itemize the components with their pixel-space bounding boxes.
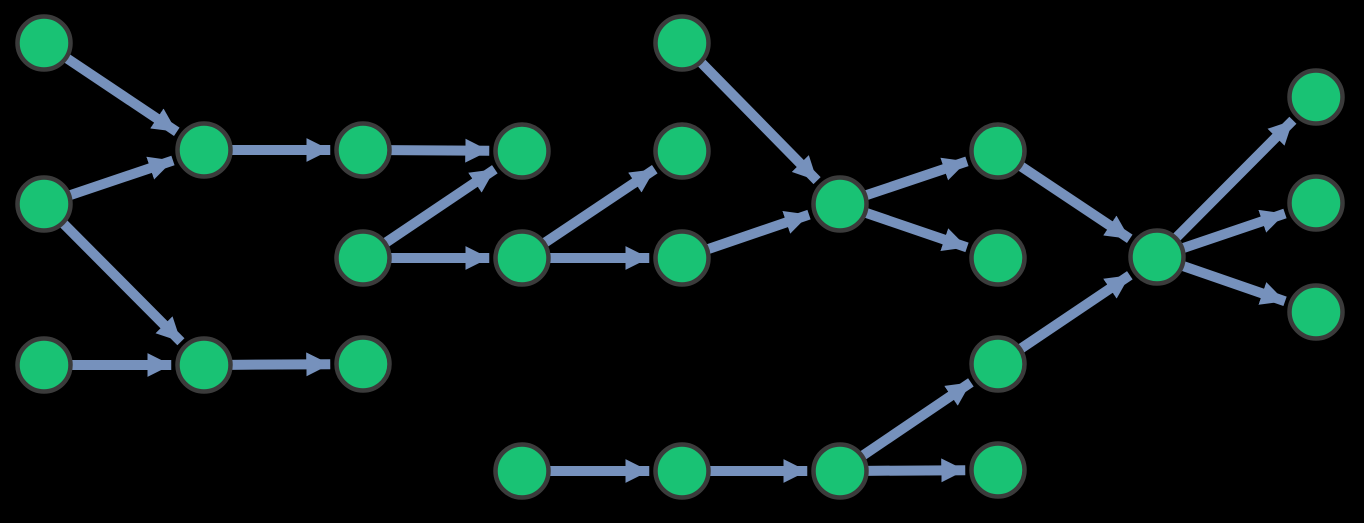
graph-node-i: [493, 122, 551, 180]
graph-node-d: [175, 121, 233, 179]
graph-node-q: [811, 442, 869, 500]
graph-node-t: [969, 335, 1027, 393]
graph-node-v: [1128, 228, 1186, 286]
graph-node-e: [175, 336, 233, 394]
graph-edge-p-s: [863, 207, 969, 253]
graph-edge-b-d: [67, 155, 175, 201]
graph-edge-l-p: [697, 58, 821, 185]
graph-node-y: [1287, 283, 1345, 341]
graph-edge-v-w: [1172, 116, 1297, 242]
graph-edge-r-v: [1017, 161, 1133, 243]
graph-edge-a-d: [63, 53, 180, 136]
node-layer: [15, 14, 1345, 500]
graph-edge-q-u: [866, 458, 966, 483]
graph-node-r: [969, 122, 1027, 180]
graph-node-w: [1287, 68, 1345, 126]
graph-node-a: [15, 14, 73, 72]
graph-edge-f-i: [389, 138, 490, 163]
graph-edge-j-m: [541, 165, 658, 248]
graph-edge-e-h: [230, 352, 331, 377]
graph-node-n: [653, 229, 711, 287]
graph-node-l: [653, 14, 711, 72]
graph-edge-q-t: [859, 378, 974, 461]
graph-edge-n-p: [705, 209, 811, 255]
graph-edge-g-i: [382, 165, 498, 248]
edge-layer: [59, 53, 1297, 483]
graph-node-k: [493, 442, 551, 500]
graph-edge-t-v: [1017, 271, 1133, 354]
graph-node-h: [334, 335, 392, 393]
graph-node-g: [334, 229, 392, 287]
graph-edge-v-y: [1180, 261, 1287, 307]
graph-node-m: [653, 122, 711, 180]
graph-edge-p-r: [863, 156, 969, 201]
graph-node-x: [1287, 174, 1345, 232]
graph-node-o: [653, 442, 711, 500]
graph-node-b: [15, 175, 73, 233]
graph-node-p: [811, 175, 869, 233]
graph-edge-v-x: [1180, 208, 1287, 254]
graph-node-u: [969, 441, 1027, 499]
graph-node-j: [493, 229, 551, 287]
graph-edge-b-e: [59, 219, 185, 346]
graph-node-s: [969, 229, 1027, 287]
graph-node-f: [334, 121, 392, 179]
graph-node-c: [15, 336, 73, 394]
